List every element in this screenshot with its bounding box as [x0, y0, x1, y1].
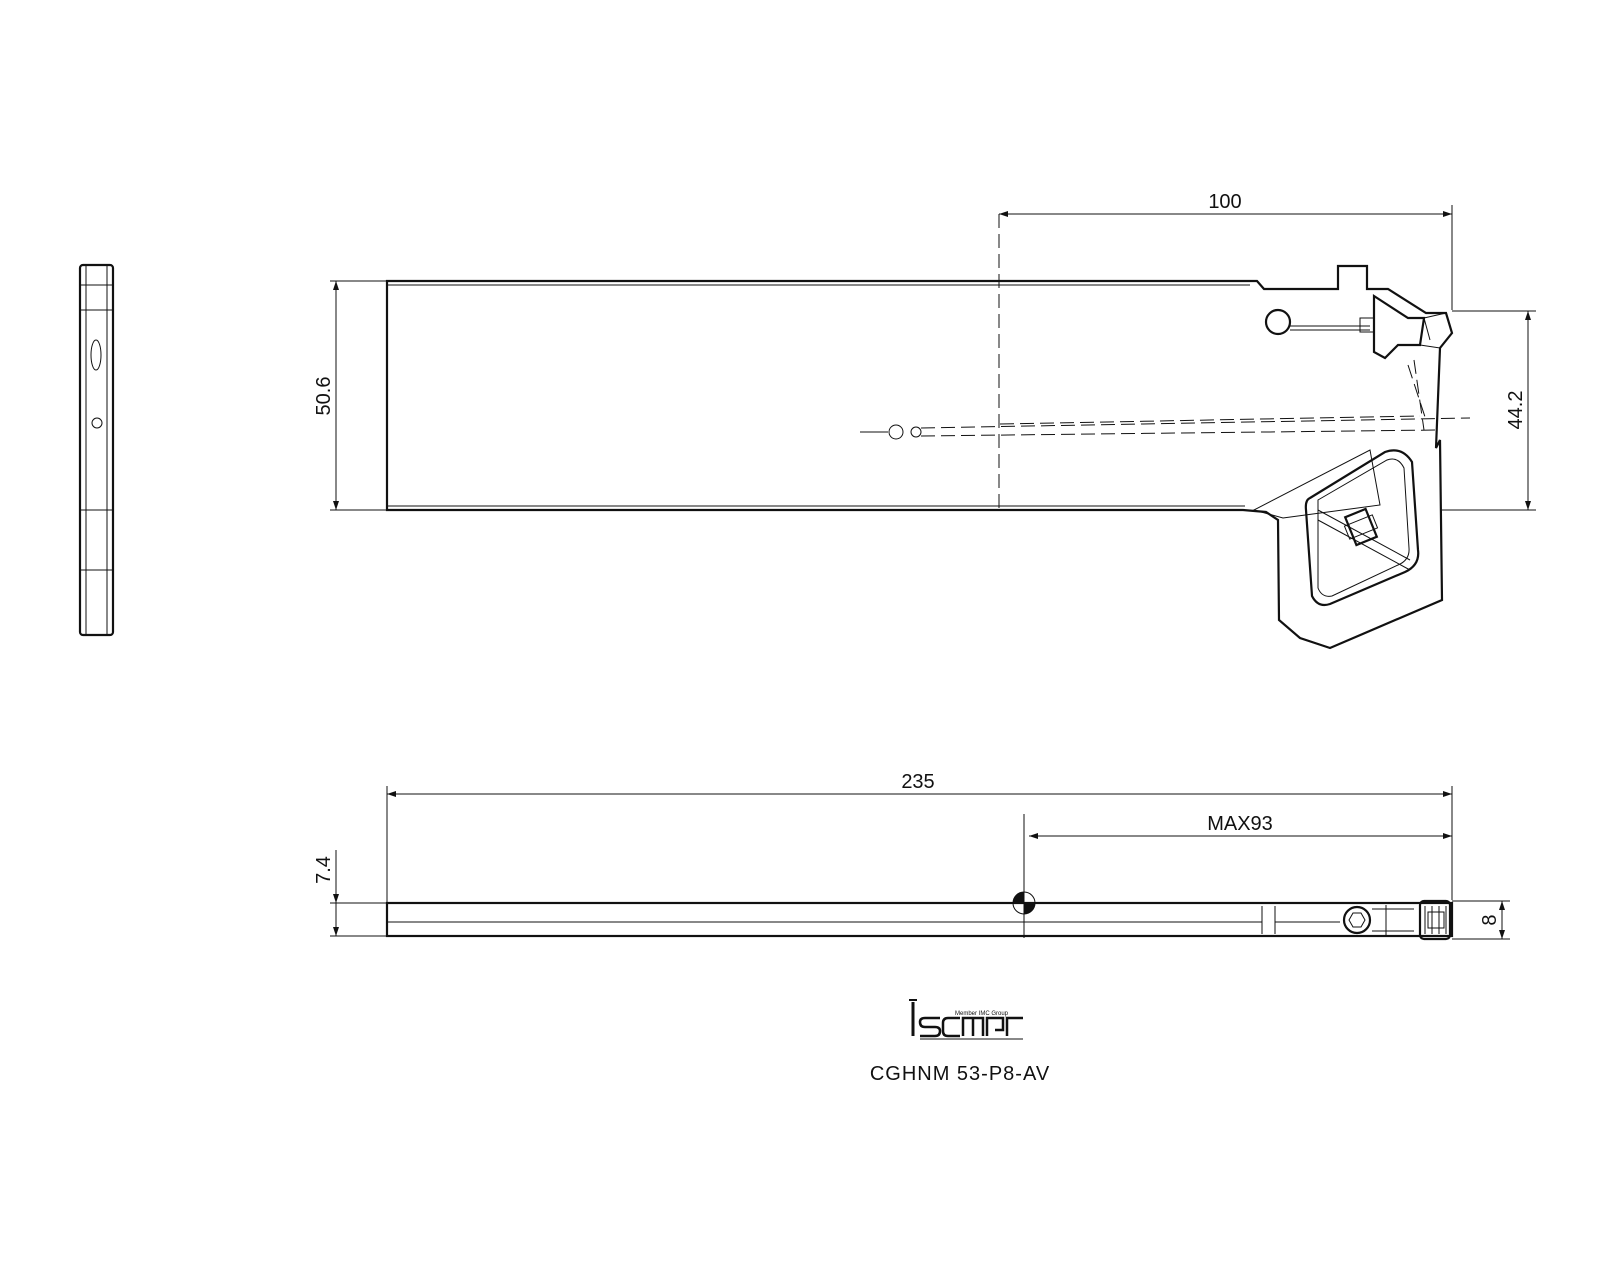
- logo: Member IMC Group: [909, 999, 1023, 1040]
- dim-blade-thickness: 7.4: [313, 856, 335, 884]
- dim-overall-length: 235: [901, 771, 934, 793]
- top-view-dimensions: 235 MAX93 7.4 8: [313, 771, 1510, 940]
- front-view-dimensions: 100 50.6 44.2: [313, 191, 1536, 511]
- dim-insert-width: 8: [1479, 914, 1501, 925]
- dim-height: 50.6: [313, 377, 335, 416]
- front-view: [385, 214, 1471, 650]
- logo-tagline: Member IMC Group: [955, 1011, 1009, 1017]
- dim-top-length: 100: [1208, 191, 1241, 213]
- top-view: [385, 814, 1454, 941]
- dim-max-depth: MAX93: [1207, 813, 1273, 835]
- part-number: CGHNM 53-P8-AV: [870, 1063, 1050, 1085]
- dim-cut-height: 44.2: [1505, 391, 1527, 430]
- end-view: [78, 263, 115, 637]
